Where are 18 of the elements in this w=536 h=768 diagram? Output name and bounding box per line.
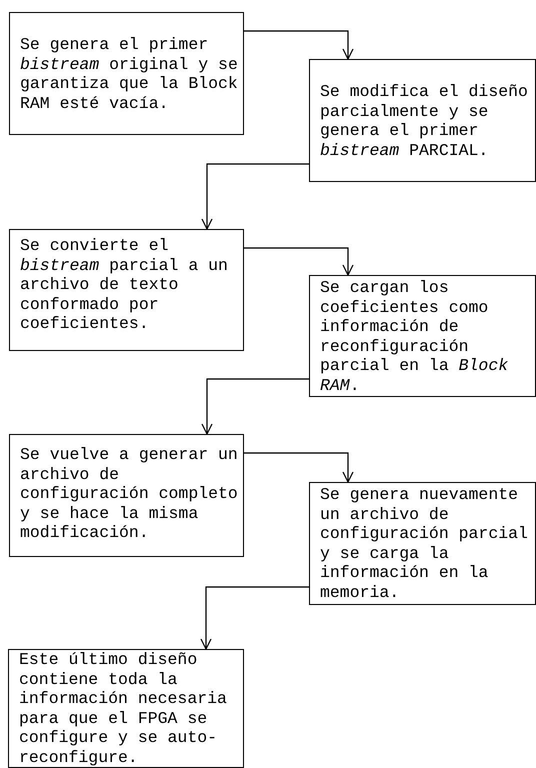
process-box (9, 434, 244, 557)
step-text: Se modifica el diseño parcialmente y se genera el primer bistream PARCIAL. (320, 82, 529, 160)
arrow (200, 586, 309, 650)
process-box (309, 59, 536, 182)
arrow (244, 247, 354, 276)
step-text: Se vuelve a generar un archivo de configuración completo y se hace la misma modificación. (20, 445, 239, 542)
arrow (244, 30, 354, 60)
process-box (309, 275, 536, 397)
step-text: Se cargan los coeficientes como información de reconfiguración parcial en la Block RAM. (320, 278, 510, 395)
arrow (201, 163, 309, 230)
arrow (201, 378, 309, 435)
step-text: Se genera el primer bistream original y se garantiza que la Block RAM esté vacía. (20, 35, 239, 113)
arrow (244, 452, 354, 483)
process-box (9, 229, 244, 351)
step-text: Se convierte el bistream parcial a un archivo de texto conformado por coeficientes. (20, 236, 229, 334)
process-box (9, 12, 244, 135)
step-text: Este último diseño contiene toda la información necesaria para que el FPGA se configure y se auto-reconfigure. (19, 650, 228, 767)
step-text: Se genera nuevamente un archivo de configuración parcial y se carga la información en la memoria. (320, 485, 529, 602)
